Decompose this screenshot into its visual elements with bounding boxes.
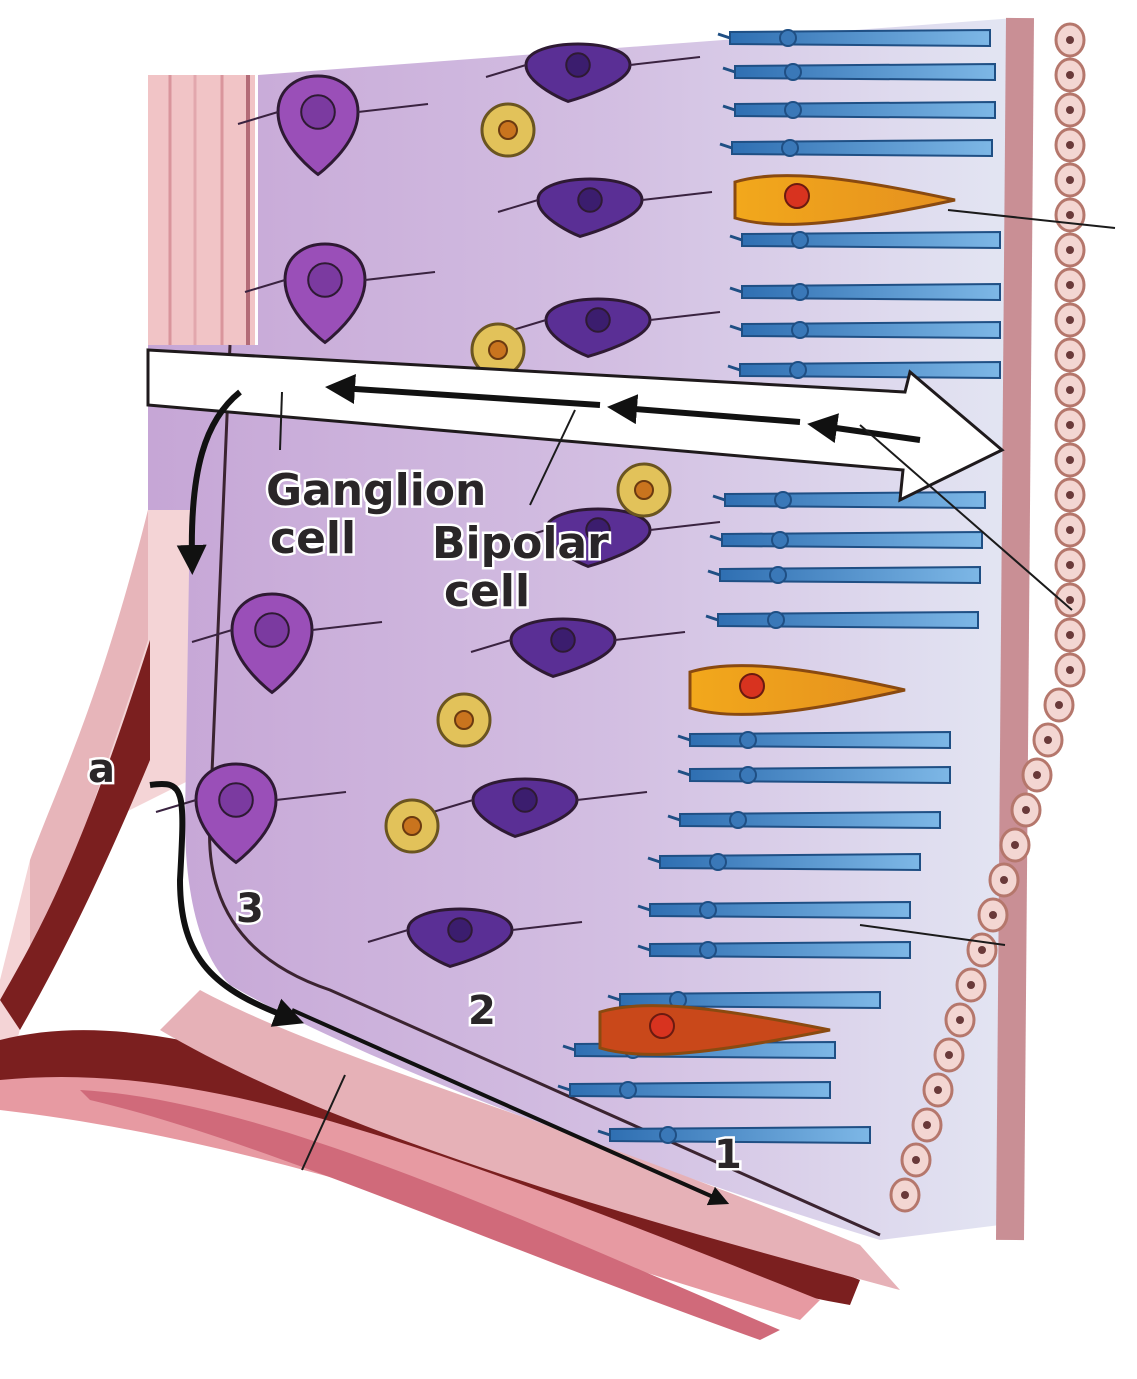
rod-cell [638, 902, 910, 918]
rod-cell [708, 567, 980, 583]
rod-cell [648, 854, 920, 870]
nerve-fibre-strip [148, 75, 255, 345]
pigment-cell [935, 1039, 963, 1071]
pigment-cell [1056, 94, 1084, 126]
amacrine-cell [386, 800, 438, 852]
pigment-cell [1056, 234, 1084, 266]
rod-cell [723, 102, 995, 118]
number-label-1: 1 [714, 1132, 742, 1178]
pigment-cell [1056, 409, 1084, 441]
pigment-cell [1056, 199, 1084, 231]
pigment-cell [1001, 829, 1029, 861]
amacrine-cell [438, 694, 490, 746]
pigment-cell [1045, 689, 1073, 721]
pigment-cell [1056, 549, 1084, 581]
rod-cell [678, 767, 950, 783]
number-label-2: 2 [468, 988, 496, 1034]
rod-cell [713, 492, 985, 508]
pigment-cell [1056, 479, 1084, 511]
rod-cell [678, 732, 950, 748]
pigment-cell [1012, 794, 1040, 826]
pigment-cell [913, 1109, 941, 1141]
rod-cell [706, 612, 978, 628]
pigment-cell [968, 934, 996, 966]
rod-cell [730, 322, 1000, 338]
rod-cell [720, 140, 992, 156]
bipolar-label-line2: cell [444, 566, 530, 617]
rod-cell [730, 232, 1000, 248]
edge-letter-label: a [88, 746, 115, 792]
number-label-3: 3 [236, 886, 264, 932]
pigment-cell [1056, 269, 1084, 301]
pigment-cell [1056, 164, 1084, 196]
rod-cell [718, 30, 990, 46]
bipolar-label-line1: Bipolar [432, 518, 609, 569]
pigment-cell [1056, 374, 1084, 406]
amacrine-cell [482, 104, 534, 156]
pigment-cell [1056, 24, 1084, 56]
amacrine-cell [618, 464, 670, 516]
pigment-cell [1056, 654, 1084, 686]
pigment-cell [946, 1004, 974, 1036]
pigment-cell [990, 864, 1018, 896]
pigment-cell [1056, 129, 1084, 161]
outer-membrane [1010, 18, 1020, 1240]
pigment-cell [1034, 724, 1062, 756]
rod-cell [728, 362, 1000, 378]
pigment-cell [1056, 444, 1084, 476]
pigment-cell [924, 1074, 952, 1106]
rod-cell [710, 532, 982, 548]
pigment-cell [979, 899, 1007, 931]
pigment-cell [1023, 759, 1051, 791]
rod-cell [558, 1082, 830, 1098]
pigment-cell [1056, 59, 1084, 91]
pigment-cell [1056, 339, 1084, 371]
rod-cell [730, 284, 1000, 300]
pigment-cell [1056, 619, 1084, 651]
pigment-cell [1056, 514, 1084, 546]
pigment-cell [1056, 304, 1084, 336]
ganglion-label-line2: cell [270, 513, 356, 564]
pigment-cell [957, 969, 985, 1001]
ganglion-label-line1: Ganglion [266, 465, 486, 516]
rod-cell [723, 64, 995, 80]
pigment-cell [902, 1144, 930, 1176]
pigment-cell [891, 1179, 919, 1211]
rod-cell [668, 812, 940, 828]
rod-cell [638, 942, 910, 958]
